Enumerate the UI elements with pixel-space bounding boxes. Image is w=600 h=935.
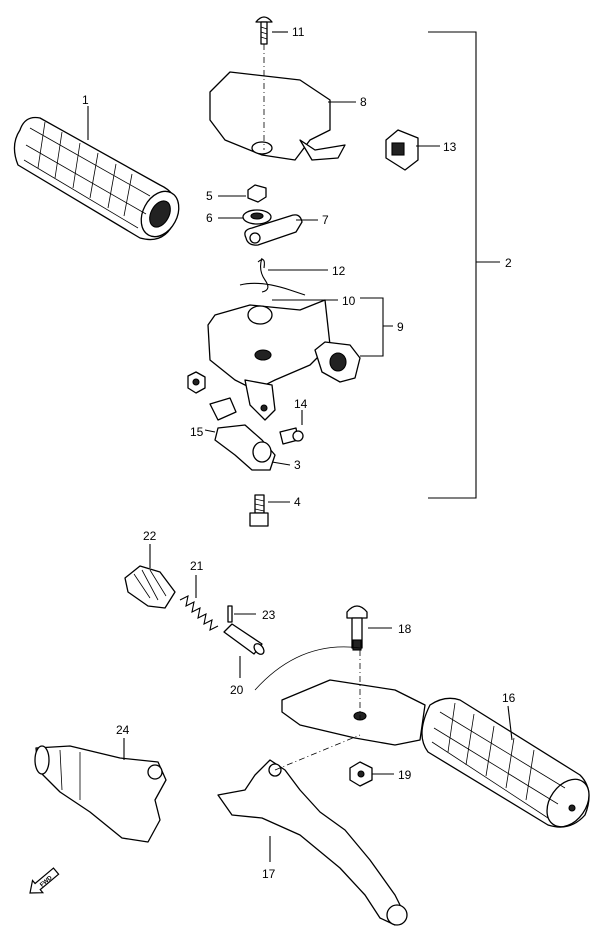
label-23: 23 <box>262 608 276 622</box>
label-9: 9 <box>397 320 404 334</box>
label-2: 2 <box>505 256 512 270</box>
grip-left <box>13 116 180 241</box>
leader-lines <box>87 31 513 862</box>
fwd-arrow-icon: FWD <box>29 867 60 894</box>
label-4: 4 <box>294 495 301 509</box>
clip-13 <box>385 129 419 171</box>
bolt-18 <box>346 605 368 651</box>
label-24: 24 <box>116 723 130 737</box>
label-3: 3 <box>294 458 301 472</box>
group-bracket-2 <box>428 31 500 499</box>
pin-20 <box>223 623 265 655</box>
label-10: 10 <box>342 294 356 308</box>
label-15: 15 <box>190 425 204 439</box>
label-19: 19 <box>398 768 412 782</box>
label-21: 21 <box>190 559 204 573</box>
bolt-4 <box>249 494 269 527</box>
label-13: 13 <box>443 140 457 154</box>
label-7: 7 <box>322 213 329 227</box>
nut-5 <box>247 184 267 203</box>
label-14: 14 <box>294 397 308 411</box>
label-17: 17 <box>262 867 276 881</box>
label-11: 11 <box>292 25 305 39</box>
label-20: 20 <box>230 683 244 697</box>
spring-12 <box>239 257 306 296</box>
pin-23 <box>227 605 233 623</box>
plate-7 <box>244 214 303 246</box>
nut-15 <box>187 371 206 394</box>
lower-housing <box>207 299 361 421</box>
upper-housing-8 <box>209 44 346 161</box>
bracket <box>254 646 426 746</box>
label-5: 5 <box>206 189 213 203</box>
cover-24 <box>34 745 167 843</box>
washer-6 <box>242 209 272 225</box>
spring-21 <box>179 595 219 631</box>
group-bracket-9 <box>360 297 393 357</box>
boot-22 <box>124 565 176 609</box>
nut-19 <box>349 761 373 787</box>
screw-14 <box>279 427 304 445</box>
label-16: 16 <box>502 691 516 705</box>
label-1: 1 <box>82 93 89 107</box>
screw-11 <box>255 16 273 45</box>
grip-right-16 <box>421 697 590 828</box>
label-18: 18 <box>398 622 412 636</box>
label-8: 8 <box>360 95 367 109</box>
label-22: 22 <box>143 529 157 543</box>
lever-3 <box>209 397 276 471</box>
label-12: 12 <box>332 264 346 278</box>
label-6: 6 <box>206 211 213 225</box>
clutch-lever-17 <box>217 734 408 926</box>
